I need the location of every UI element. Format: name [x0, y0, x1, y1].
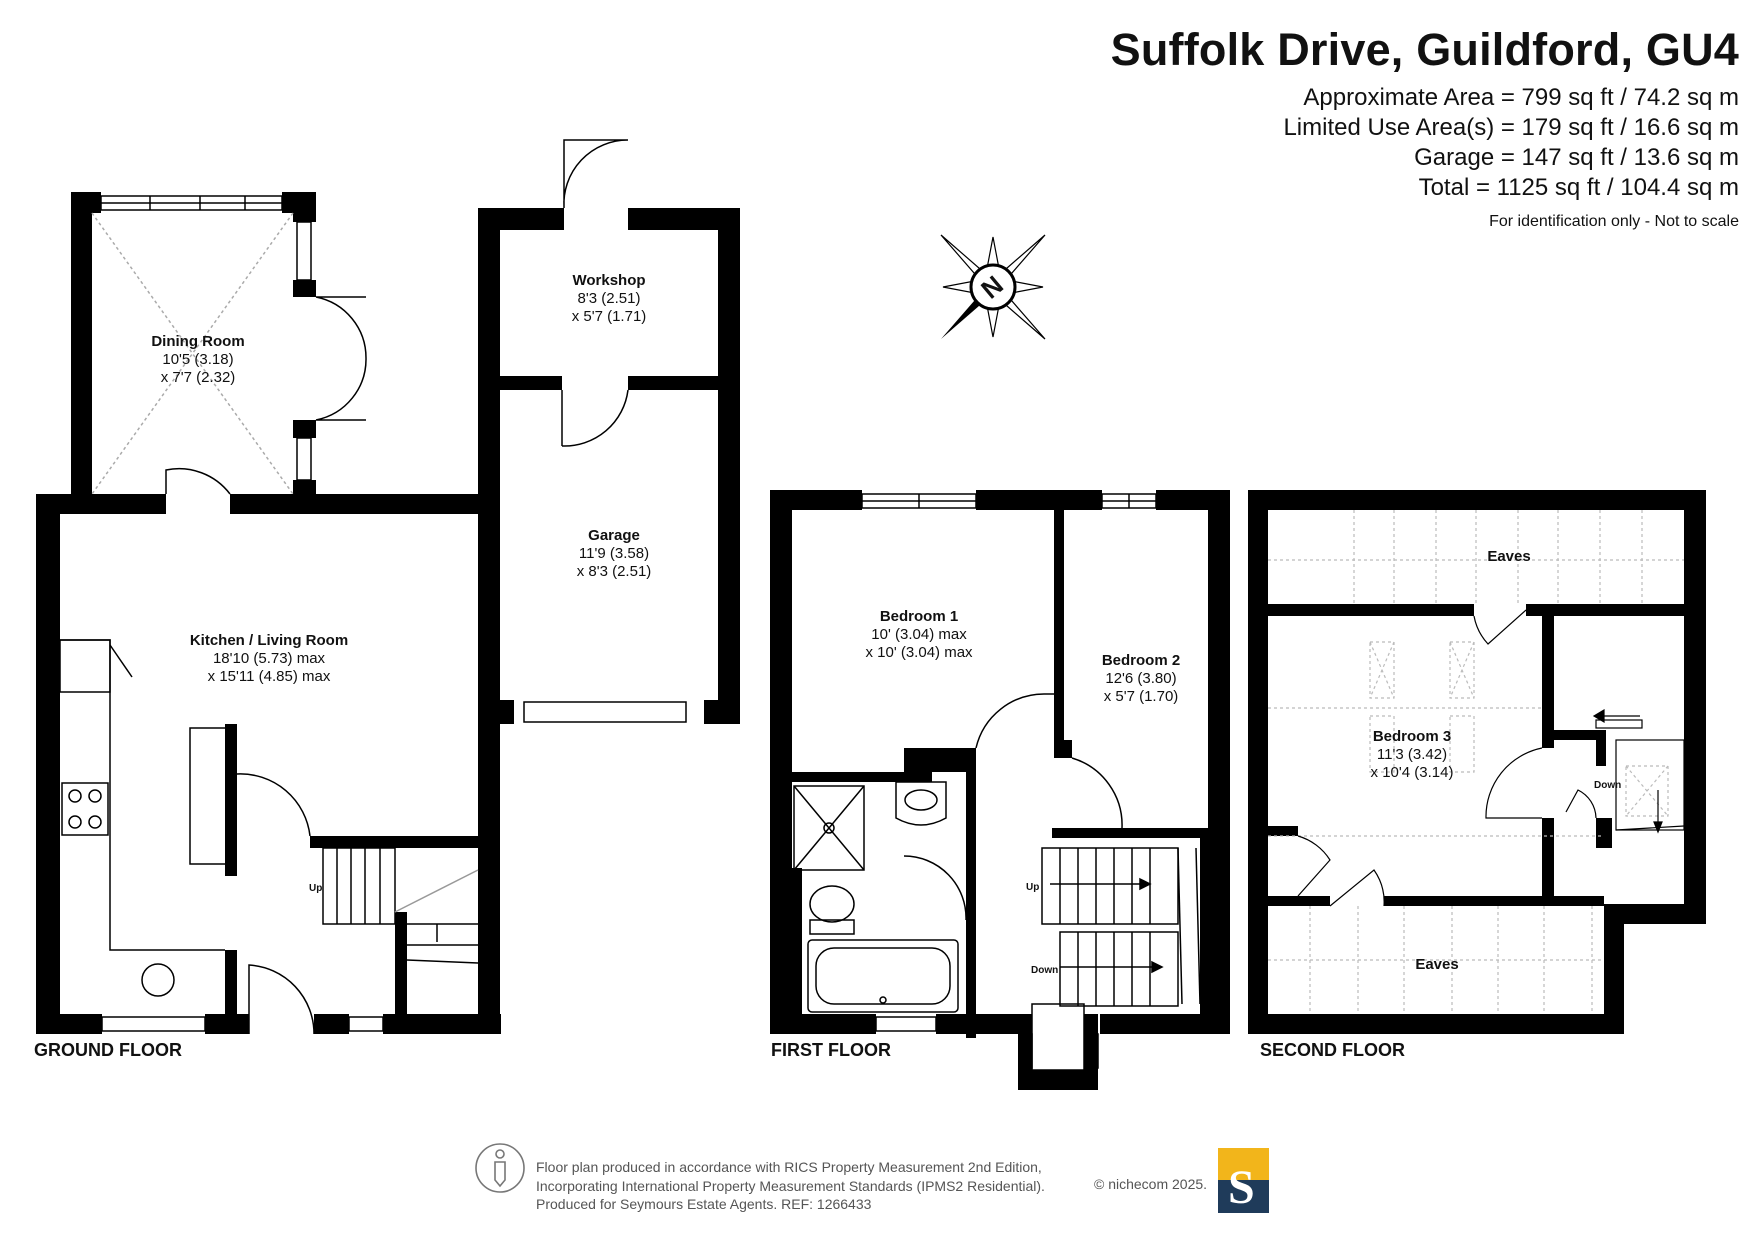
copyright: © nichecom 2025. — [1094, 1176, 1208, 1192]
first-floor-walls — [770, 490, 1230, 1090]
footer-line-3: Produced for Seymours Estate Agents. REF… — [536, 1196, 872, 1212]
stair-label-first-down: Down — [1031, 965, 1059, 976]
room-dim: 12'6 (3.80) — [1105, 670, 1177, 687]
floor-label-ground: GROUND FLOOR — [34, 1040, 182, 1060]
room-dim: x 7'7 (2.32) — [160, 369, 236, 386]
room-dim: x 8'3 (2.51) — [576, 563, 652, 580]
garage-area: Garage = 147 sq ft / 13.6 sq m — [1414, 144, 1739, 171]
room-label-bedroom2: Bedroom 2 12'6 (3.80) x 5'7 (1.70) — [1102, 652, 1180, 706]
room-dim: 11'3 (3.42) — [1376, 746, 1448, 763]
room-name: Dining Room — [151, 333, 245, 350]
limited-use-area: Limited Use Area(s) = 179 sq ft / 16.6 s… — [1283, 114, 1739, 141]
room-label-garage: Garage 11'9 (3.58) x 8'3 (2.51) — [577, 527, 652, 581]
floor-label-first: FIRST FLOOR — [771, 1040, 891, 1060]
second-floor-walls — [1248, 490, 1706, 1034]
room-label-bedroom1: Bedroom 1 10' (3.04) max x 10' (3.04) ma… — [865, 608, 972, 662]
room-dim: x 15'11 (4.85) max — [207, 668, 331, 685]
stair-label-first-up: Up — [1026, 882, 1040, 893]
approximate-area: Approximate Area = 799 sq ft / 74.2 sq m — [1303, 84, 1739, 111]
compass-rose — [940, 234, 1046, 340]
footer-notes: Floor plan produced in accordance with R… — [536, 1158, 1045, 1214]
room-dim: x 5'7 (1.71) — [571, 308, 647, 325]
seymours-logo-letter: S — [1228, 1161, 1255, 1214]
floor-label-second: SECOND FLOOR — [1260, 1040, 1406, 1060]
room-label-workshop: Workshop 8'3 (2.51) x 5'7 (1.71) — [572, 272, 647, 326]
total-area: Total = 1125 sq ft / 104.4 sq m — [1418, 174, 1739, 201]
room-dim: 8'3 (2.51) — [577, 290, 641, 307]
room-label-eaves-top: Eaves — [1487, 548, 1531, 565]
room-dim: x 10'4 (3.14) — [1370, 764, 1454, 781]
stair-label-ground-up: Up — [309, 883, 323, 894]
room-dim: 10'5 (3.18) — [162, 351, 234, 368]
room-dim: 11'9 (3.58) — [578, 545, 650, 562]
room-label-kitchen: Kitchen / Living Room 18'10 (5.73) max x… — [190, 632, 348, 686]
room-label-dining: Dining Room 10'5 (3.18) x 7'7 (2.32) — [151, 333, 244, 387]
seymours-logo — [1218, 1148, 1269, 1213]
room-name: Bedroom 1 — [879, 608, 959, 625]
room-name: Workshop — [572, 272, 646, 289]
room-name: Bedroom 2 — [1101, 652, 1181, 669]
room-dim: x 10' (3.04) max — [865, 644, 973, 661]
disclaimer-note: For identification only - Not to scale — [1489, 213, 1739, 230]
room-label-bedroom3: Bedroom 3 11'3 (3.42) x 10'4 (3.14) — [1371, 728, 1454, 782]
stair-label-second-down: Down — [1594, 780, 1622, 791]
second-floor-details — [1268, 510, 1685, 1014]
footer-line-1: Floor plan produced in accordance with R… — [536, 1159, 1042, 1175]
room-label-eaves-bottom: Eaves — [1415, 956, 1459, 973]
room-dim: 10' (3.04) max — [871, 626, 967, 643]
room-dim: x 5'7 (1.70) — [1103, 688, 1179, 705]
room-name: Garage — [588, 527, 640, 544]
first-floor-details — [793, 493, 1201, 1089]
room-name: Bedroom 3 — [1372, 728, 1452, 745]
footer-line-2: Incorporating International Property Mea… — [536, 1177, 1045, 1194]
page-title: Suffolk Drive, Guildford, GU4 — [1110, 24, 1739, 75]
room-name: Kitchen / Living Room — [189, 632, 349, 649]
ground-floor-details — [59, 139, 687, 1035]
room-dim: 18'10 (5.73) max — [212, 650, 326, 667]
ground-floor-walls — [36, 192, 740, 1034]
measurement-person-icon — [475, 1143, 525, 1193]
